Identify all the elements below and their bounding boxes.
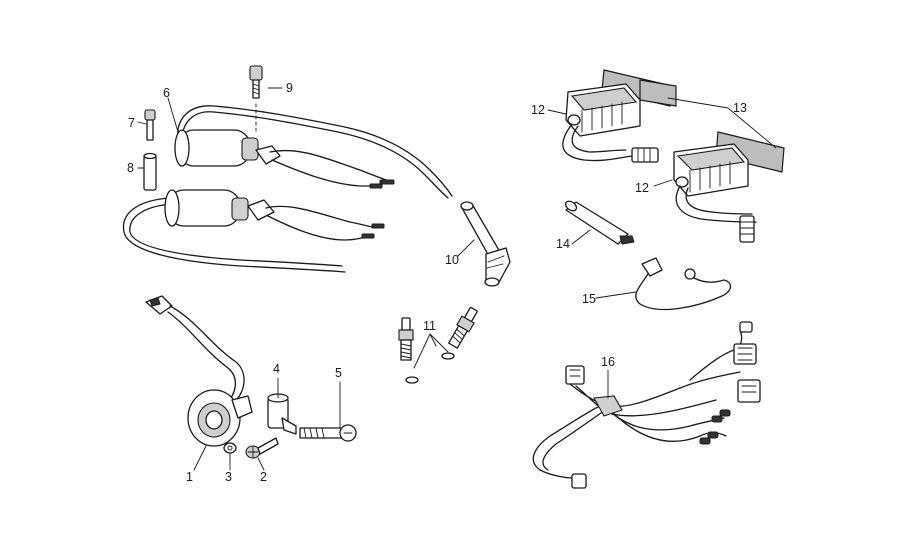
leader-lines xyxy=(137,87,777,471)
spark-plug-left xyxy=(398,317,419,384)
callout-labels: 1 2 3 4 5 6 7 8 9 10 11 12 12 13 14 15 1… xyxy=(127,81,747,484)
spark-plug-right xyxy=(441,306,478,360)
callout-13: 13 xyxy=(733,101,747,115)
wiring-harness xyxy=(532,321,761,489)
regulator-lower xyxy=(673,131,785,243)
coil-bolt xyxy=(144,109,156,141)
callout-2: 2 xyxy=(260,470,267,484)
pickup-body xyxy=(267,393,297,435)
callout-10: 10 xyxy=(445,253,459,267)
callout-11: 11 xyxy=(423,319,436,333)
callout-5: 5 xyxy=(335,366,342,380)
callout-6: 6 xyxy=(163,86,170,100)
long-bolt xyxy=(299,424,357,442)
ignition-pickup xyxy=(145,295,253,447)
callout-8: 8 xyxy=(127,161,134,175)
bolt-small xyxy=(245,437,279,459)
callout-16: 16 xyxy=(601,355,615,369)
ignition-coil-upper xyxy=(174,105,453,199)
callout-15: 15 xyxy=(582,292,596,306)
callout-12-lower: 12 xyxy=(635,181,649,195)
ignition-coil-lower xyxy=(122,189,385,273)
callout-14: 14 xyxy=(556,237,570,251)
callout-12-upper: 12 xyxy=(531,103,545,117)
regulator-upper xyxy=(562,69,677,163)
callout-9: 9 xyxy=(286,81,293,95)
coil-screw xyxy=(249,65,263,99)
spark-plug-cap xyxy=(460,201,511,287)
washer xyxy=(223,442,237,454)
callout-3: 3 xyxy=(225,470,232,484)
coil-spacer xyxy=(143,152,157,191)
capacitor xyxy=(564,200,635,245)
ground-wire xyxy=(635,257,732,311)
callout-1: 1 xyxy=(186,470,193,484)
callout-4: 4 xyxy=(273,362,280,376)
callout-7: 7 xyxy=(128,116,135,130)
